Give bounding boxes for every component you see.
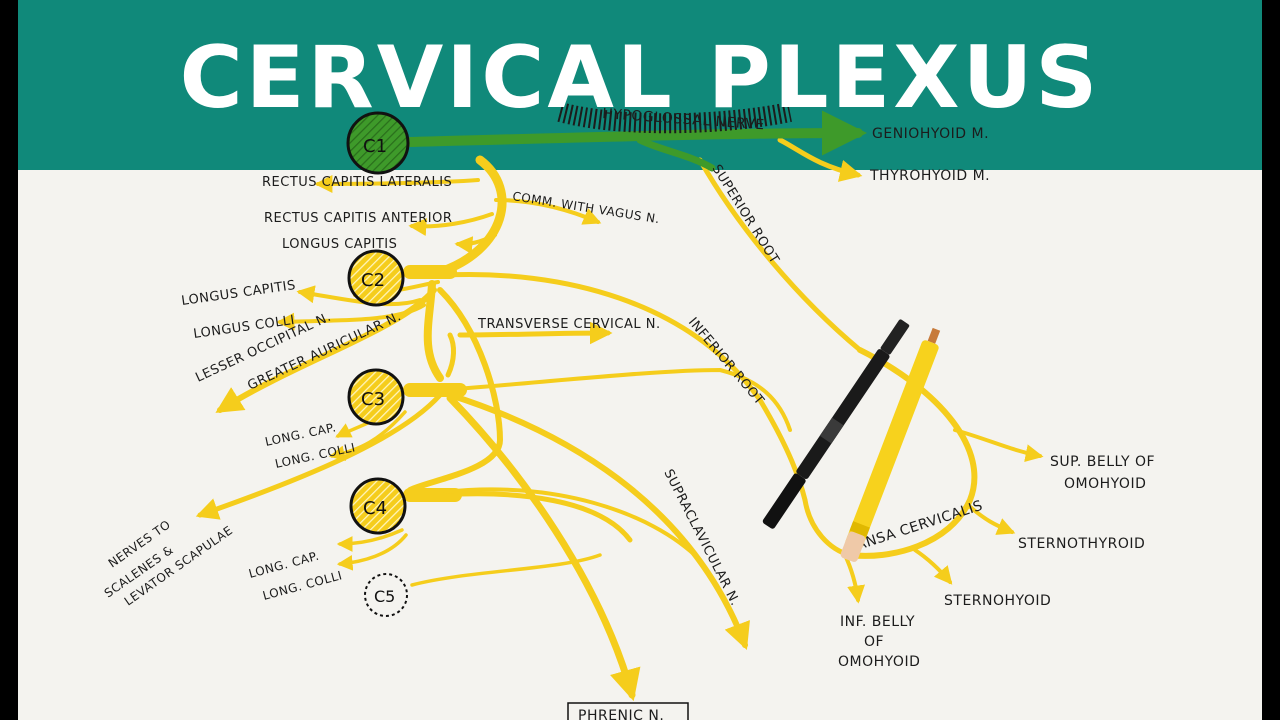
label-sternothyroid: STERNOTHYROID <box>1018 536 1145 552</box>
c2-c4-outer <box>407 287 504 493</box>
branch-thyrohyoid <box>777 137 863 182</box>
c4-label: C4 <box>363 498 387 519</box>
label-thyrohyoid: THYROHYOID M. <box>869 168 990 184</box>
nerve-labels: HYPOGLOSSAL NERVE GENIOHYOID M. THYROHYO… <box>102 106 1155 720</box>
label-comm-vagus: COMM. WITH VAGUS N. <box>512 189 661 226</box>
label-geniohyoid: GENIOHYOID M. <box>872 126 989 142</box>
branch-phrenic <box>446 394 641 702</box>
label-sup-belly-1: SUP. BELLY OF <box>1050 454 1155 470</box>
root-circles <box>346 111 410 617</box>
label-inf-belly-2: OF <box>864 634 884 650</box>
branch-supraclavicular <box>447 392 750 651</box>
c4-circle <box>349 477 407 535</box>
c4-phrenic-link <box>437 491 633 543</box>
branch-sup-belly <box>953 428 1044 462</box>
c3-label: C3 <box>361 389 385 410</box>
branch-long-colli-c4 <box>336 533 408 571</box>
branch-sternothyroid <box>966 503 1016 535</box>
c3-circle <box>347 368 405 426</box>
ansa-inferior-join <box>802 497 853 558</box>
label-sternohyoid: STERNOHYOID <box>944 593 1051 609</box>
branch-transverse-cervical <box>457 321 613 345</box>
c1-label: C1 <box>363 136 387 157</box>
superior-root-path <box>697 157 863 353</box>
inferior-root-path <box>442 272 808 503</box>
nerve-branches <box>195 137 1044 702</box>
branch-geniohyoid <box>405 110 867 156</box>
label-inf-belly-3: OMOHYOID <box>838 654 920 670</box>
c2-label: C2 <box>361 270 385 291</box>
c5-label: C5 <box>374 587 395 606</box>
c5-link <box>410 553 602 587</box>
transverse-link <box>445 332 456 378</box>
black-marker <box>762 319 910 529</box>
page-title: CERVICAL PLEXUS <box>179 28 1101 128</box>
hypoglossal-fibers <box>405 110 867 172</box>
branch-longus-capitis-c1 <box>454 233 497 255</box>
branch-sternohyoid <box>913 548 953 585</box>
c4-supraclavicular-link <box>443 487 702 562</box>
label-longus-capitis-c1: LONGUS CAPITIS <box>282 237 397 252</box>
label-inf-belly-1: INF. BELLY <box>840 614 915 630</box>
yellow-highlighter <box>840 327 941 562</box>
branch-greater-auricular <box>215 287 437 413</box>
branch-long-colli-c3 <box>328 410 407 462</box>
branch-nerves-scalenes <box>195 392 443 520</box>
label-rectus-anterior: RECTUS CAPITIS ANTERIOR <box>264 211 452 226</box>
label-sup-belly-2: OMOHYOID <box>1064 476 1146 492</box>
label-rectus-lateralis: RECTUS CAPITIS LATERALIS <box>262 175 452 190</box>
phrenic-box <box>567 702 689 720</box>
superior-root-green <box>636 136 716 172</box>
label-long-cap-c3: LONG. CAP. <box>264 420 338 449</box>
label-inferior-root: INFERIOR ROOT <box>685 315 767 408</box>
branch-comm-vagus <box>494 198 602 225</box>
label-transverse-cervical: TRANSVERSE CERVICAL N. <box>477 317 661 332</box>
label-long-colli-c3: LONG. COLLI <box>274 440 357 471</box>
c3-inferior-root <box>438 367 792 432</box>
label-phrenic: PHRENIC N. <box>578 708 664 720</box>
pens <box>762 319 941 562</box>
label-superior-root: SUPERIOR ROOT <box>709 162 782 267</box>
c1-c2-loop <box>435 155 507 277</box>
c1-circle <box>346 111 410 175</box>
label-longus-capitis-c2: LONGUS CAPITIS <box>180 278 296 309</box>
branch-rectus-lateralis <box>314 174 480 193</box>
branch-long-cap-c4 <box>336 528 404 552</box>
c5-circle <box>364 573 408 617</box>
branch-inf-belly <box>843 553 866 604</box>
c2-circle <box>347 249 405 307</box>
branch-rectus-anterior <box>408 212 494 236</box>
